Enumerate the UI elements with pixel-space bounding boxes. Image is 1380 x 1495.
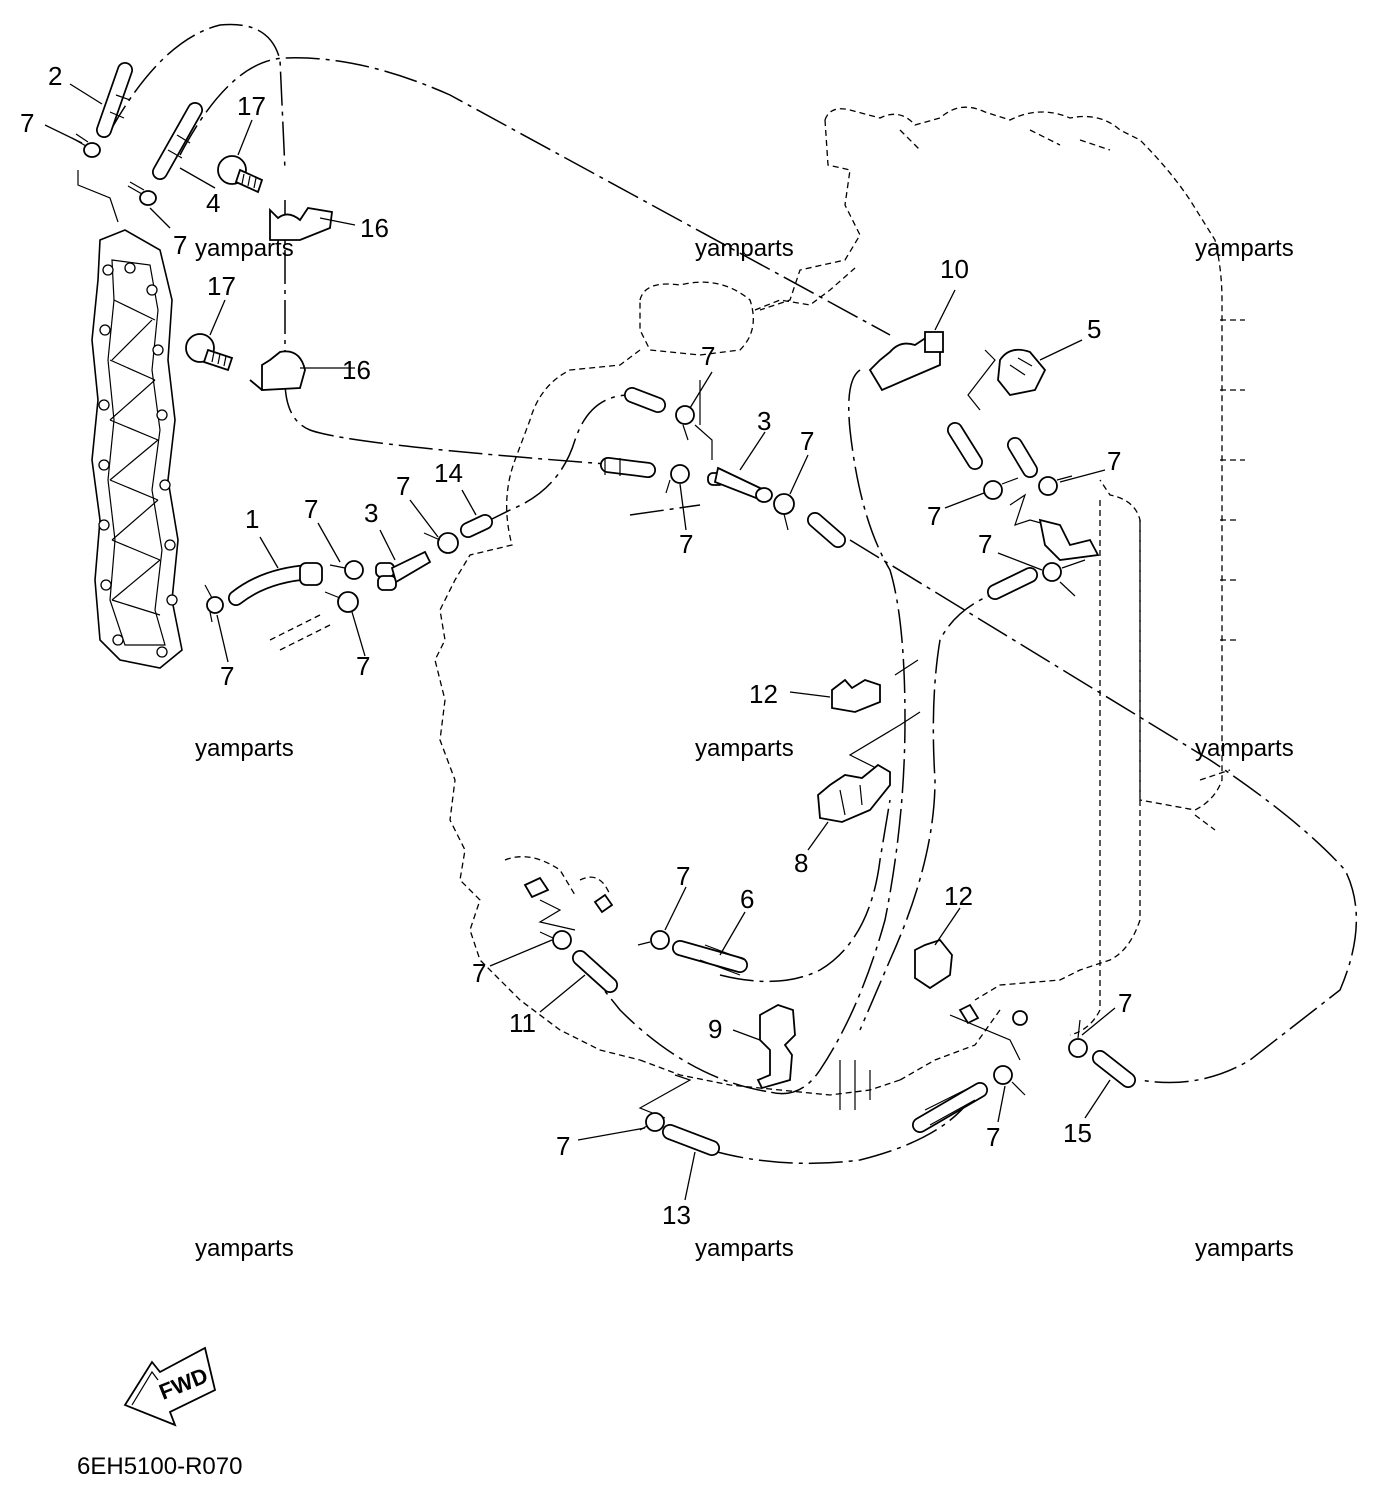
clamp-5 <box>997 348 1047 396</box>
callout-16: 16 <box>360 213 389 243</box>
watermarks: yamparts yamparts yamparts yamparts yamp… <box>195 235 1294 1262</box>
watermark: yamparts <box>1195 735 1294 762</box>
callout-7: 7 <box>556 1131 570 1161</box>
callout-11: 11 <box>509 1008 536 1038</box>
bolt-17-parts <box>185 155 264 372</box>
fittings <box>523 518 1100 1026</box>
callout-13: 13 <box>662 1200 691 1230</box>
clamp-12-upper <box>831 678 881 713</box>
callout-7: 7 <box>800 426 814 456</box>
hose-upper-mid <box>600 387 666 478</box>
callout-10: 10 <box>940 254 969 284</box>
break-lines <box>77 170 1049 1119</box>
callout-7: 7 <box>220 661 234 691</box>
watermark: yamparts <box>195 235 294 262</box>
callout-7: 7 <box>472 958 486 988</box>
clamp-10 <box>868 331 944 392</box>
callout-4: 4 <box>206 188 220 218</box>
callout-7: 7 <box>1118 988 1132 1018</box>
callout-7: 7 <box>1107 446 1121 476</box>
drawing-code: 6EH5100-R070 <box>77 1453 242 1480</box>
callout-7: 7 <box>20 108 34 138</box>
callout-16: 16 <box>342 355 371 385</box>
callout-15: 15 <box>1063 1118 1092 1148</box>
hose-11 <box>572 950 618 993</box>
callout-12: 12 <box>749 679 778 709</box>
callout-7: 7 <box>356 651 370 681</box>
callout-7: 7 <box>396 471 410 501</box>
callout-7: 7 <box>978 529 992 559</box>
hose-2 <box>96 62 133 138</box>
clamp-12-lower <box>914 938 953 990</box>
watermark: yamparts <box>695 235 794 262</box>
hose-1 <box>228 562 323 606</box>
fwd-arrow: FWD <box>123 1346 217 1427</box>
callout-17: 17 <box>237 91 266 121</box>
hose-lower-left <box>269 614 331 651</box>
hose-13 <box>662 1082 988 1156</box>
hose-6 <box>672 940 748 976</box>
callout-12: 12 <box>944 881 973 911</box>
watermark: yamparts <box>695 1235 794 1262</box>
clamp-8 <box>817 763 891 823</box>
callout-9: 9 <box>708 1014 722 1044</box>
watermark: yamparts <box>695 735 794 762</box>
callout-8: 8 <box>794 848 808 878</box>
engine-block-outline <box>434 106 1245 1110</box>
joint-3-parts <box>375 466 773 591</box>
watermark: yamparts <box>1195 1235 1294 1262</box>
callout-3: 3 <box>364 498 378 528</box>
callout-17: 17 <box>207 271 236 301</box>
clip-7-parts <box>71 133 1088 1132</box>
callout-5: 5 <box>1087 314 1101 344</box>
exhaust-cover-gasket <box>91 229 183 669</box>
watermark: yamparts <box>195 1235 294 1262</box>
callout-7: 7 <box>173 230 187 260</box>
callout-1: 1 <box>245 504 259 534</box>
callout-7: 7 <box>927 501 941 531</box>
callout-7: 7 <box>304 494 318 524</box>
clamp-9 <box>756 1004 796 1090</box>
callout-7: 7 <box>986 1122 1000 1152</box>
hose-right-mid <box>807 422 1038 600</box>
callout-3: 3 <box>757 406 771 436</box>
hose-routing-lines <box>107 23 1358 1165</box>
callout-7: 7 <box>676 861 690 891</box>
holder-16-parts <box>249 207 334 391</box>
callout-7: 7 <box>701 341 715 371</box>
callout-14: 14 <box>434 458 463 488</box>
watermark: yamparts <box>1195 235 1294 262</box>
callout-2: 2 <box>48 61 62 91</box>
hose-15 <box>1092 1050 1136 1088</box>
hose-4 <box>152 102 203 180</box>
watermark: yamparts <box>195 735 294 762</box>
callout-leaders <box>44 83 1116 1201</box>
callout-6: 6 <box>740 884 754 914</box>
hose-14 <box>460 514 493 538</box>
callout-labels: 2 7 17 4 7 16 17 16 10 5 7 3 7 7 7 7 7 1… <box>20 61 1132 1230</box>
callout-7: 7 <box>679 529 693 559</box>
